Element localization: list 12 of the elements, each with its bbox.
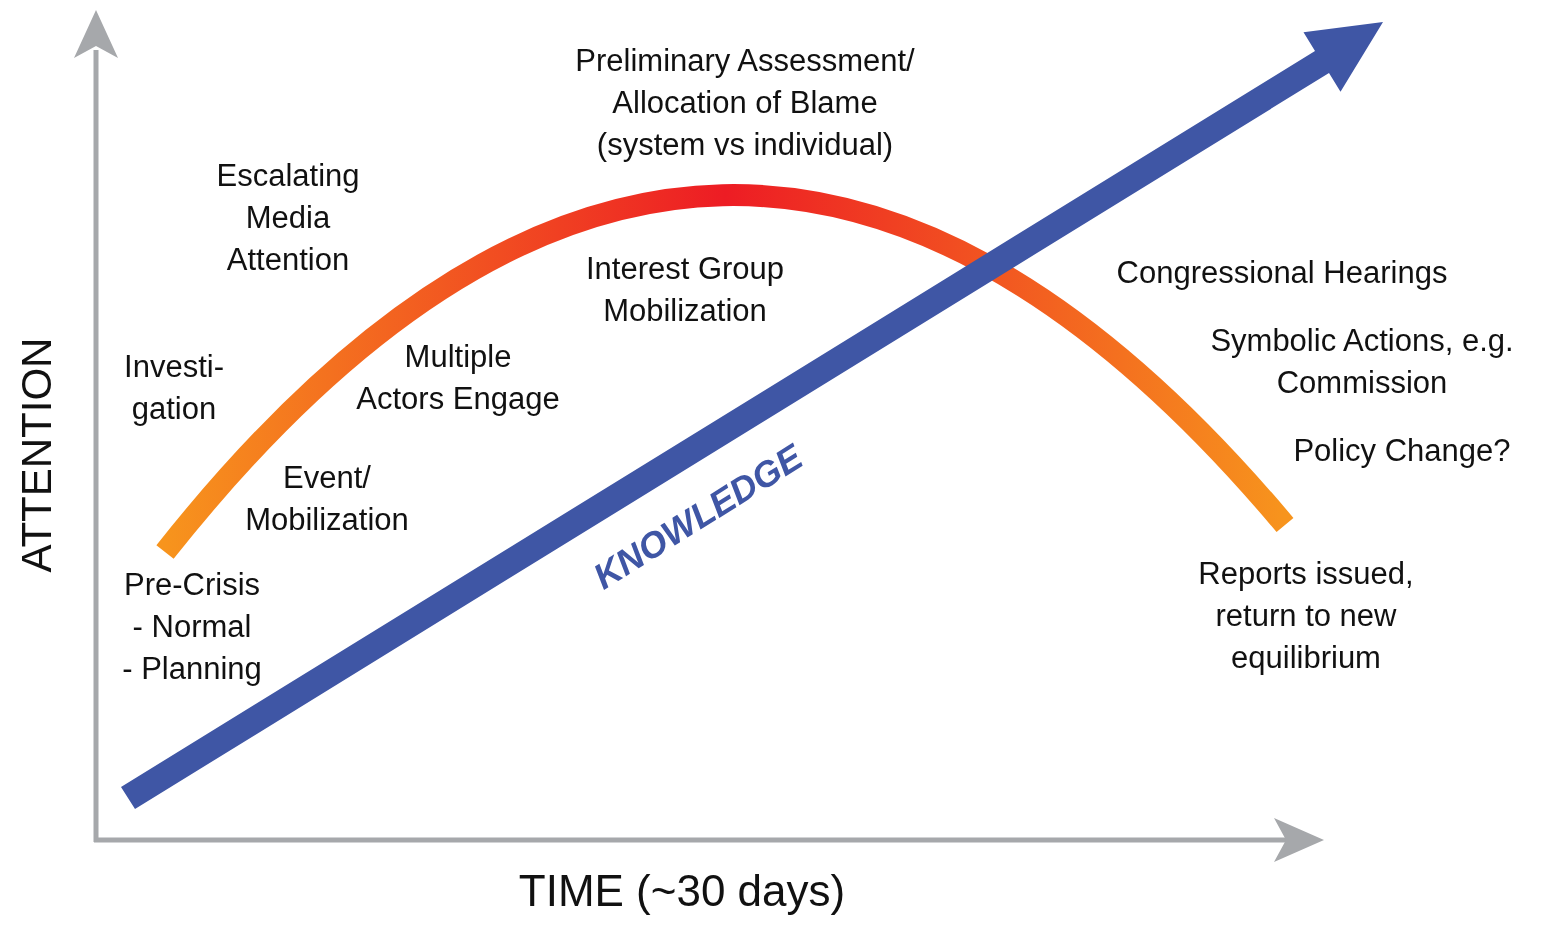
annotation-label: Escalating Media Attention [215,157,361,279]
annotation-label: Multiple Actors Engage [355,338,561,418]
axis-label: ATTENTION [16,336,58,575]
annotation-label: Pre-Crisis - Normal - Planning [121,566,263,688]
annotation-label: Reports issued, return to new equilibrium [1197,555,1415,677]
annotation-label: Interest Group Mobilization [584,250,786,330]
annotation-label: Symbolic Actions, e.g. Commission [1209,322,1515,402]
annotation-label: Policy Change? [1292,432,1512,470]
annotation-label: Congressional Hearings [1115,254,1449,292]
annotation-label: Investi- gation [123,348,225,428]
annotation-label: Event/ Mobilization [244,459,410,539]
annotation-label: Preliminary Assessment/ Allocation of Blame (system vs individual) [574,42,916,164]
